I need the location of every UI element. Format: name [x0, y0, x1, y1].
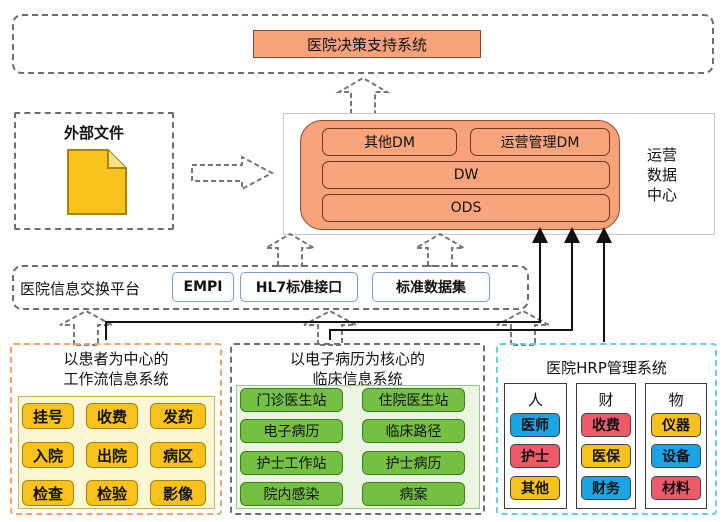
clinical-item-nurse-record: 护士病历: [362, 451, 465, 475]
hrp-item-material: 材料: [651, 476, 701, 500]
data-center-title-line-1: 运营: [646, 146, 677, 164]
clinical-system-container: [230, 343, 485, 515]
hrp-item-label: 材料: [662, 481, 690, 497]
hrp-item-label: 财务: [592, 481, 620, 497]
hrp-item-insurance: 医保: [581, 444, 631, 468]
clinical-item-label: 护士病历: [385, 456, 442, 472]
workflow-item-label: 病区: [162, 446, 193, 465]
hrp-item-nurse: 护士: [510, 444, 560, 468]
standard-dataset-label: 标准数据集: [396, 280, 466, 296]
other-dm-box: 其他DM: [322, 128, 457, 156]
empi-box: EMPI: [172, 272, 234, 302]
decision-support-container: [12, 14, 714, 74]
ods-box: ODS: [322, 194, 610, 222]
clinical-item-medical-record: 病案: [362, 482, 465, 506]
workflow-item-label: 检验: [96, 484, 127, 503]
workflow-item-label: 入院: [32, 446, 63, 465]
clinical-item-label: 护士工作站: [256, 456, 327, 472]
clinical-item-outpatient-doctor: 门诊医生站: [240, 388, 343, 412]
clinical-item-label: 住院医生站: [378, 393, 449, 409]
dw-label: DW: [453, 167, 479, 183]
external-to-dc-arrow: [191, 155, 275, 191]
ops-dm-label: 运营管理DM: [500, 135, 580, 151]
workflow-system-container: [10, 343, 222, 515]
workflow-item-registration: 挂号: [22, 403, 74, 429]
hrp-item-label: 收费: [592, 418, 620, 434]
hrp-to-platform-arrow: [496, 309, 550, 346]
workflow-system-title: 以患者为中心的 工作流信息系统: [10, 349, 222, 389]
workflow-item-label: 影像: [162, 484, 193, 503]
hrp-item-label: 医师: [521, 418, 549, 434]
hl7-interface-label: HL7标准接口: [255, 280, 343, 296]
exchange-platform-title: 医院信息交换平台: [20, 280, 141, 298]
ops-dm-box: 运营管理DM: [470, 128, 610, 156]
clinical-item-emr: 电子病历: [240, 419, 343, 443]
hrp-item-label: 护士: [521, 449, 549, 465]
clinical-title-line-2: 临床信息系统: [312, 370, 403, 388]
data-center-title-line-2: 数据: [646, 166, 677, 184]
hrp-col-finance-header: 财: [598, 391, 614, 409]
hrp-item-label: 设备: [662, 449, 690, 465]
hrp-item-label: 仪器: [662, 418, 690, 434]
decision-support-title: 医院决策支持系统: [306, 35, 427, 54]
hrp-item-label: 其他: [521, 481, 549, 497]
data-center-title: 运营 数据 中心: [640, 145, 684, 205]
platform-to-dc-arrow-left: [262, 232, 318, 267]
hrp-item-equipment: 设备: [651, 444, 701, 468]
empi-label: EMPI: [183, 279, 223, 295]
workflow-item-dispense: 发药: [150, 403, 206, 429]
hrp-item-other: 其他: [510, 476, 560, 500]
workflow-item-charge: 收费: [86, 403, 138, 429]
file-icon: [67, 149, 127, 215]
clinical-to-platform-arrow: [303, 309, 357, 346]
workflow-item-label: 收费: [96, 407, 127, 426]
hrp-item-label: 医保: [592, 449, 620, 465]
clinical-item-label: 门诊医生站: [256, 393, 327, 409]
workflow-item-discharge: 出院: [86, 442, 138, 468]
dc-to-decision-arrow: [335, 76, 391, 115]
standard-dataset-box: 标准数据集: [372, 272, 490, 302]
clinical-item-infection: 院内感染: [240, 482, 343, 506]
clinical-item-clinical-pathway: 临床路径: [362, 419, 465, 443]
hl7-interface-box: HL7标准接口: [240, 272, 358, 302]
hrp-col-people-header: 人: [527, 391, 543, 409]
external-files-title: 外部文件: [63, 124, 124, 142]
clinical-system-title: 以电子病历为核心的 临床信息系统: [230, 349, 485, 389]
dw-box: DW: [322, 161, 610, 189]
hrp-col-materials-header: 物: [668, 391, 684, 409]
data-center-title-line-3: 中心: [646, 186, 677, 204]
workflow-item-ward: 病区: [150, 442, 206, 468]
clinical-item-nurse-station: 护士工作站: [240, 451, 343, 475]
workflow-item-label: 发药: [162, 407, 193, 426]
workflow-item-label: 挂号: [32, 407, 63, 426]
ods-label: ODS: [450, 200, 482, 216]
clinical-item-inpatient-doctor: 住院医生站: [362, 388, 465, 412]
platform-to-dc-arrow-right: [412, 232, 468, 267]
clinical-item-label: 电子病历: [263, 424, 320, 440]
hrp-item-fee: 收费: [581, 413, 631, 437]
clinical-item-label: 院内感染: [263, 487, 320, 503]
hrp-item-instrument: 仪器: [651, 413, 701, 437]
decision-support-box: 医院决策支持系统: [253, 30, 481, 58]
workflow-item-exam: 检查: [22, 480, 74, 506]
clinical-title-line-1: 以电子病历为核心的: [289, 350, 425, 368]
workflow-title-line-2: 工作流信息系统: [63, 370, 169, 388]
workflow-item-admission: 入院: [22, 442, 74, 468]
workflow-item-lab: 检验: [86, 480, 138, 506]
workflow-item-label: 检查: [32, 484, 63, 503]
hrp-system-container: [496, 343, 717, 515]
workflow-item-imaging: 影像: [150, 480, 206, 506]
workflow-title-line-1: 以患者为中心的: [63, 350, 169, 368]
hrp-item-finance: 财务: [581, 476, 631, 500]
clinical-item-label: 临床路径: [385, 424, 442, 440]
workflow-item-label: 出院: [96, 446, 127, 465]
external-files-container: [14, 112, 174, 230]
hrp-system-title: 医院HRP管理系统: [546, 359, 667, 377]
other-dm-label: 其他DM: [364, 135, 415, 151]
workflow-to-platform-arrow: [59, 309, 113, 346]
clinical-item-label: 病案: [399, 487, 428, 503]
hrp-item-doctor: 医师: [510, 413, 560, 437]
